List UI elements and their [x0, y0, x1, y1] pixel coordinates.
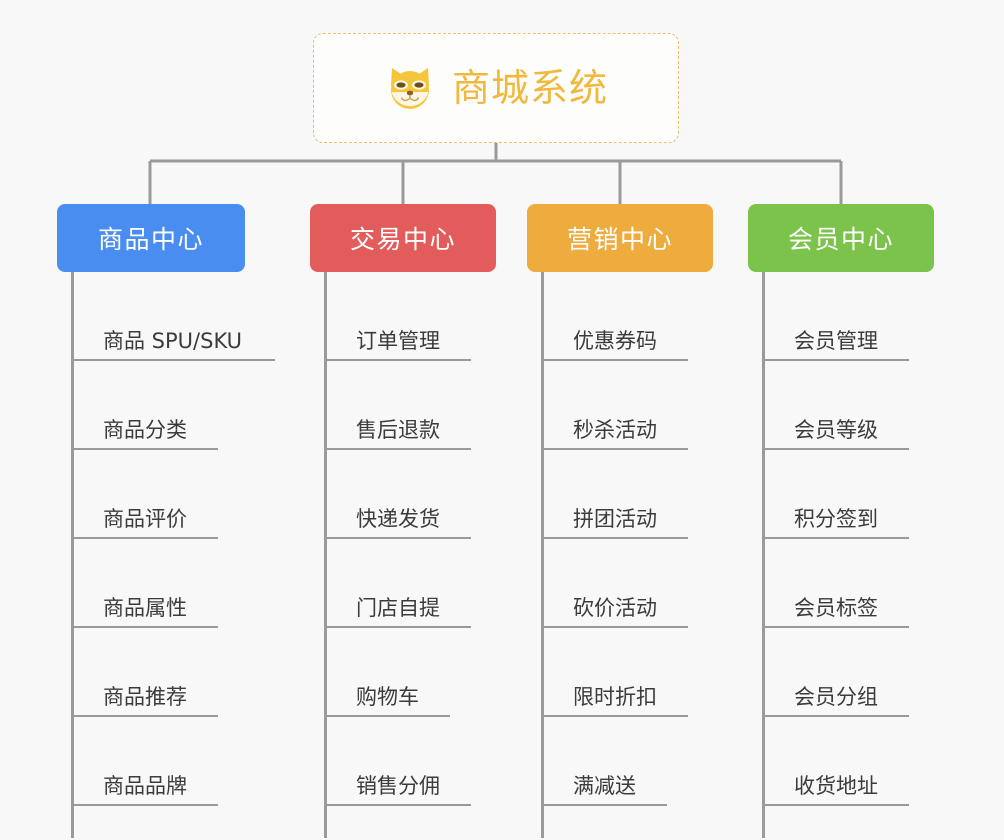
list-item[interactable]: 满减送 — [541, 717, 667, 806]
item-underline — [324, 448, 471, 450]
list-item-label: 商品品牌 — [103, 774, 187, 798]
list-item-label: 砍价活动 — [573, 596, 657, 620]
list-item[interactable]: 快递发货 — [324, 450, 471, 539]
column-product-center: 商品中心 商品 SPU/SKU 商品分类 商品评价 商品属性 商品推荐 — [57, 204, 275, 838]
list-item-label: 商品属性 — [103, 596, 187, 620]
category-label: 商品中心 — [97, 225, 204, 254]
leaf-list-trade-center: 订单管理 售后退款 快递发货 门店自提 购物车 销售分佣 — [310, 272, 496, 838]
list-item-label: 优惠券码 — [573, 329, 657, 353]
list-item-label: 商品推荐 — [103, 685, 187, 709]
item-underline — [762, 448, 909, 450]
list-item[interactable]: 商品属性 — [71, 539, 218, 628]
list-item-label: 订单管理 — [356, 329, 440, 353]
list-item-label: 会员等级 — [794, 418, 878, 442]
item-underline — [71, 626, 218, 628]
item-underline — [324, 537, 471, 539]
list-item-label: 限时折扣 — [573, 685, 657, 709]
page-title: 商城系统 — [451, 66, 608, 110]
list-item-label: 会员管理 — [794, 329, 878, 353]
category-label: 营销中心 — [566, 225, 673, 254]
leaf-list-marketing-center: 优惠券码 秒杀活动 拼团活动 砍价活动 限时折扣 满减送 — [527, 272, 713, 838]
list-item[interactable]: 积分签到 — [762, 450, 909, 539]
item-underline — [541, 359, 688, 361]
list-item[interactable]: 商品 SPU/SKU — [71, 272, 275, 361]
list-item-label: 商品分类 — [103, 418, 187, 442]
item-underline — [324, 359, 471, 361]
item-underline — [762, 804, 909, 806]
item-underline — [71, 715, 218, 717]
item-underline — [762, 715, 909, 717]
list-item[interactable]: 门店自提 — [324, 539, 471, 628]
item-underline — [541, 626, 688, 628]
list-item-label: 购物车 — [356, 685, 419, 709]
list-item[interactable]: 限时折扣 — [541, 628, 688, 717]
list-item-label: 销售分佣 — [356, 774, 440, 798]
item-underline — [324, 626, 471, 628]
list-item[interactable]: 购物车 — [324, 628, 450, 717]
list-item[interactable]: 会员管理 — [762, 272, 909, 361]
shiba-dog-face-icon — [384, 62, 436, 114]
item-underline — [762, 537, 909, 539]
list-item[interactable]: 商品品牌 — [71, 717, 218, 806]
list-item-label: 门店自提 — [356, 596, 440, 620]
item-underline — [762, 359, 909, 361]
list-item-label: 满减送 — [573, 774, 636, 798]
leaf-list-product-center: 商品 SPU/SKU 商品分类 商品评价 商品属性 商品推荐 商品品牌 — [57, 272, 275, 838]
column-member-center: 会员中心 会员管理 会员等级 积分签到 会员标签 会员分组 — [748, 204, 934, 838]
category-label: 交易中心 — [349, 225, 456, 254]
item-underline — [541, 715, 688, 717]
item-underline — [71, 804, 218, 806]
list-item[interactable]: 优惠券码 — [541, 272, 688, 361]
item-underline — [71, 448, 218, 450]
category-box-product-center[interactable]: 商品中心 — [57, 204, 245, 272]
list-item-label: 收货地址 — [794, 774, 878, 798]
item-underline — [541, 537, 688, 539]
list-item[interactable]: 拼团活动 — [541, 450, 688, 539]
list-item[interactable]: 商品分类 — [71, 361, 218, 450]
list-item[interactable]: 秒杀活动 — [541, 361, 688, 450]
list-item[interactable]: 售后退款 — [324, 361, 471, 450]
item-underline — [71, 537, 218, 539]
item-underline — [762, 626, 909, 628]
spine-line — [324, 272, 327, 838]
list-item-label: 售后退款 — [356, 418, 440, 442]
list-item-label: 会员标签 — [794, 596, 878, 620]
category-box-member-center[interactable]: 会员中心 — [748, 204, 934, 272]
list-item[interactable]: 砍价活动 — [541, 539, 688, 628]
category-label: 会员中心 — [787, 225, 894, 254]
leaf-list-member-center: 会员管理 会员等级 积分签到 会员标签 会员分组 收货地址 — [748, 272, 934, 838]
column-marketing-center: 营销中心 优惠券码 秒杀活动 拼团活动 砍价活动 限时折扣 — [527, 204, 713, 838]
list-item[interactable]: 商品推荐 — [71, 628, 218, 717]
list-item[interactable]: 商品评价 — [71, 450, 218, 539]
item-underline — [541, 804, 667, 806]
list-item[interactable]: 会员标签 — [762, 539, 909, 628]
list-item-label: 拼团活动 — [573, 507, 657, 531]
list-item-label: 快递发货 — [356, 507, 440, 531]
root-node[interactable]: 商城系统 — [313, 33, 679, 143]
list-item-label: 会员分组 — [794, 685, 878, 709]
list-item-label: 秒杀活动 — [573, 418, 657, 442]
list-item-label: 商品 SPU/SKU — [103, 329, 243, 353]
category-box-marketing-center[interactable]: 营销中心 — [527, 204, 713, 272]
item-underline — [71, 359, 275, 361]
column-trade-center: 交易中心 订单管理 售后退款 快递发货 门店自提 购物车 — [310, 204, 496, 838]
list-item[interactable]: 收货地址 — [762, 717, 909, 806]
item-underline — [541, 448, 688, 450]
category-box-trade-center[interactable]: 交易中心 — [310, 204, 496, 272]
spine-line — [762, 272, 765, 838]
list-item-label: 积分签到 — [794, 507, 878, 531]
list-item[interactable]: 销售分佣 — [324, 717, 471, 806]
list-item[interactable]: 会员分组 — [762, 628, 909, 717]
item-underline — [324, 804, 471, 806]
spine-line — [541, 272, 544, 838]
list-item-label: 商品评价 — [103, 507, 187, 531]
item-underline — [324, 715, 450, 717]
list-item[interactable]: 会员等级 — [762, 361, 909, 450]
list-item[interactable]: 订单管理 — [324, 272, 471, 361]
spine-line — [71, 272, 74, 838]
